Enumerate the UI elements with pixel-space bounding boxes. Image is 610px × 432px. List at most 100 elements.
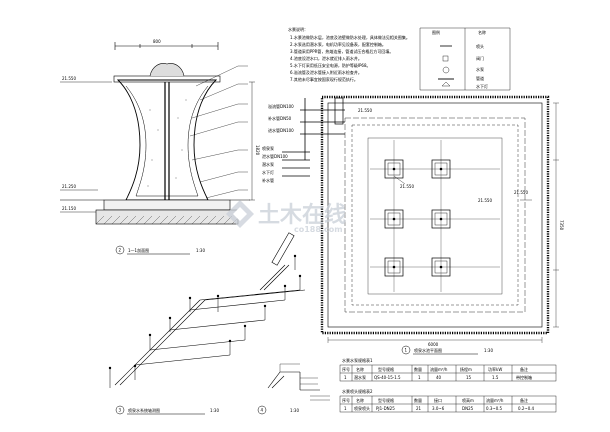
table-title: 水景水泵规格表1 [342,357,373,363]
svg-text:PJ1-DN25: PJ1-DN25 [376,406,395,411]
watermark: 土木在线 co188.com [226,200,346,234]
svg-text:1: 1 [418,375,421,380]
section-2-title: 2 1—1剖面图 1:30 [115,245,205,255]
svg-text:流量m³/h: 流量m³/h [486,397,504,403]
svg-text:喷泉水系统轴测图: 喷泉水系统轴测图 [128,407,160,413]
svg-text:型号规格: 型号规格 [378,397,394,403]
equipment-table-1: 水景水泵规格表1 序号 名称 型号规格 数量 流量m³/h 扬程m 功率kW 备… [339,357,557,382]
svg-text:40: 40 [436,375,442,380]
svg-text:流量m³/h: 流量m³/h [430,366,448,372]
note-line: 6.溢流管及泄水管接入附近雨水检查井。 [290,69,362,75]
dim-height: 1820 [255,145,260,156]
note-line: 7.其他未尽事宜按国家现行规范执行。 [290,76,358,82]
svg-text:4: 4 [261,408,264,413]
svg-text:功率kW: 功率kW [488,366,502,372]
svg-text:数量: 数量 [414,397,422,403]
svg-text:1: 1 [344,375,347,380]
svg-text:数量: 数量 [414,366,422,372]
elev-base: 21.150 [62,206,76,211]
equipment-table-2: 水景喷头规格表2 序号 名称 型号规格 数量 接口 喷高m 流量m³/h 备注 … [339,388,557,413]
svg-text:QS-40-15-1.5: QS-40-15-1.5 [374,375,401,380]
pipe-label: 溢流管DN100 [268,103,294,109]
note-line: 3.管道采用PPR管，热熔连接，管道试压合格后方可回填。 [290,48,393,54]
elev-plan-top: 21.550 [358,108,372,113]
elev-plan-edge: 21.550 [514,190,528,195]
legend-table [419,27,511,91]
table-header-row: 序号 名称 型号规格 数量 接口 喷高m 流量m³/h 备注 [342,397,528,403]
legend-item: 水下灯 [476,83,488,89]
svg-text:型号规格: 型号规格 [378,366,394,372]
legend-item: 管道 [476,75,484,81]
svg-text:喷泉水池平面图: 喷泉水池平面图 [414,347,442,353]
svg-text:15: 15 [466,375,472,380]
elev-top: 21.550 [62,76,76,81]
legend-item: 阀门 [476,55,484,61]
svg-text:1: 1 [344,406,347,411]
legend-header-name: 名称 [478,29,486,35]
svg-text:1—1剖面图: 1—1剖面图 [128,247,149,253]
note-line: 5.水下灯采用低压安全电源，防护等级IP68。 [290,62,371,68]
svg-text:3.0~6: 3.0~6 [432,406,445,411]
pipe-label: 进水管DN100 [268,127,294,133]
svg-text:3: 3 [119,408,122,413]
svg-text:潜水泵: 潜水泵 [354,374,366,380]
table-header-row: 序号 名称 型号规格 数量 流量m³/h 扬程m 功率kW 备注 [342,366,528,372]
section-1-title: 1 喷泉水池平面图 1:30 [401,345,493,355]
svg-text:1:30: 1:30 [196,248,205,253]
dim-plan-width: 6000 [428,342,439,347]
pipe-label: 补水管DN50 [268,115,292,121]
legend-header-symbol: 图例 [432,29,440,35]
watermark-logo-icon [226,200,254,228]
svg-text:1:30: 1:30 [210,408,219,413]
pool-plan-view [282,95,559,343]
detail-4-view [267,363,330,401]
watermark-text: 土木在线 [258,202,346,228]
notes-title: 水景说明： [288,26,308,32]
pipe-label: 喷泉泵 [262,145,274,151]
section-4-title: 4 1:30 [257,405,299,415]
fountain-section-view [60,42,255,225]
svg-text:接口: 接口 [434,397,442,403]
svg-text:21: 21 [416,406,422,411]
pipe-label: 泄水管DN100 [262,153,288,159]
svg-text:1: 1 [405,348,408,353]
pipe-label: 水下灯 [262,169,274,175]
svg-text:DN25: DN25 [462,406,474,411]
elev-water: 21.250 [62,184,76,189]
svg-text:序号: 序号 [342,366,350,372]
plan-pipe-labels: 溢流管DN100 补水管DN50 进水管DN100 喷泉泵 泄水管DN100 潜… [262,103,294,183]
svg-text:备注: 备注 [520,366,528,372]
watermark-subtext: co188.com [294,225,343,234]
svg-text:名称: 名称 [356,366,364,372]
svg-text:喷泉喷头: 喷泉喷头 [354,405,370,411]
table-row: 1 喷泉喷头 PJ1-DN25 21 3.0~6 DN25 0.3~0.5 0.… [344,405,535,411]
svg-text:扬程m: 扬程m [460,366,472,372]
elev-plan-right: 21.550 [478,198,492,203]
svg-text:名称: 名称 [356,397,364,403]
svg-text:1.5: 1.5 [492,375,499,380]
legend-item: 水泵 [476,66,484,72]
svg-text:序号: 序号 [342,397,350,403]
legend-item: 喷头 [476,43,484,49]
design-notes: 水景说明： 1.水景池做防水层，池底及池壁做防水处理，具体做法见相关图集。 2.… [288,26,410,82]
pipe-label: 潜水泵 [262,161,274,167]
dim-plan-height: 7350 [559,220,564,231]
table-title: 水景喷头规格表2 [342,388,373,394]
note-line: 1.水景池做防水层，池底及池壁做防水处理，具体做法见相关图集。 [290,34,410,40]
svg-text:备注: 备注 [520,397,528,403]
svg-text:喷高m: 喷高m [462,397,474,403]
svg-text:1:30: 1:30 [290,408,299,413]
svg-text:带控制箱: 带控制箱 [516,374,532,380]
note-line: 4.池底设泄水口，泄水就近排入雨水井。 [290,55,362,61]
dim-width: 800 [153,39,161,44]
pipe-label: 补水管 [262,177,274,183]
svg-text:0.2~0.4: 0.2~0.4 [518,406,535,411]
svg-text:0.3~0.5: 0.3~0.5 [486,406,503,411]
note-line: 2.水泵选用潜水泵，电机功率见设备表，配套控制箱。 [290,41,386,47]
svg-text:2: 2 [119,248,122,253]
table-row: 1 潜水泵 QS-40-15-1.5 1 40 15 1.5 带控制箱 [344,374,532,380]
elev-plan-center: 21.550 [400,184,414,189]
piping-axonometric-view [108,232,306,388]
svg-text:1:30: 1:30 [484,348,493,353]
